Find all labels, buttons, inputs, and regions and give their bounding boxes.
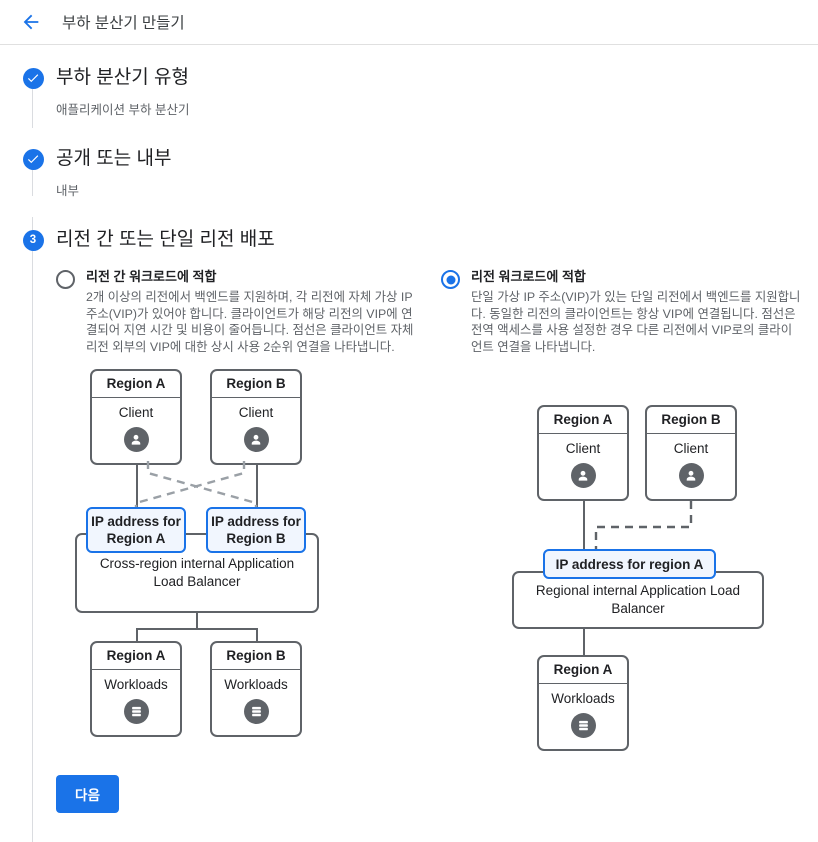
step-number-badge: 3 [22,229,44,251]
check-icon [22,148,44,170]
connector-bus-to-workload-b [256,628,258,642]
step-title-2: 공개 또는 내부 [56,148,172,169]
connector-client-b-to-ip-b [256,465,258,507]
node-workloads-region-a: Region A Workloads [537,655,629,751]
step-summary-2: 내부 [56,184,80,198]
step-public-or-internal[interactable]: 공개 또는 내부 내부 [0,148,818,199]
diagram-cross-region: Region A Client [56,369,433,741]
radio-single-region[interactable] [441,270,460,289]
step-marker-1 [22,67,44,89]
option-single-region-header[interactable]: 리전 워크로드에 적합 단일 가상 IP 주소(VIP)가 있는 단일 리전에서… [441,269,818,355]
connector-bus-to-workload-a [136,628,138,642]
step-marker-3: 3 [22,229,44,251]
step-title-1: 부하 분산기 유형 [56,67,189,88]
option-cross-region-description: 2개 이상의 리전에서 백엔드를 지원하며, 각 리전에 자체 가상 IP 주소… [86,290,414,354]
node-body: Workloads [92,670,180,724]
person-icon [570,463,596,488]
node-role-label: Workloads [551,691,615,706]
ip-address-label: IP address for region A [555,556,704,572]
database-icon [570,713,596,738]
option-cross-region-label: 리전 간 워크로드에 적합 [86,269,217,284]
deployment-options: 리전 간 워크로드에 적합 2개 이상의 리전에서 백엔드를 지원하며, 각 리… [0,269,818,751]
radio-cross-region[interactable] [56,270,75,289]
ip-address-box-region-b: IP address for Region B [206,507,306,553]
node-role-label: Workloads [104,677,168,692]
node-workloads-region-a: Region A Workloads [90,641,182,737]
node-workloads-region-b: Region B Workloads [210,641,302,737]
person-icon [243,427,269,452]
load-balancer-label: Regional internal Application Load Balan… [535,583,741,616]
spacer-2 [0,199,818,229]
option-cross-region[interactable]: 리전 간 워크로드에 적합 2개 이상의 리전에서 백엔드를 지원하며, 각 리… [56,269,433,741]
stepper-rail-2 [32,149,33,196]
diagram-single-region: Region A Client [441,369,818,751]
spacer-1 [0,118,818,148]
database-icon [243,699,269,724]
node-regional-load-balancer: Regional internal Application Load Balan… [512,571,764,629]
node-body: Workloads [212,670,300,724]
node-role-label: Client [565,441,601,456]
option-cross-region-text: 리전 간 워크로드에 적합 2개 이상의 리전에서 백엔드를 지원하며, 각 리… [86,269,433,355]
node-role-label: Client [238,405,274,420]
option-single-region-text: 리전 워크로드에 적합 단일 가상 IP 주소(VIP)가 있는 단일 리전에서… [471,269,818,355]
node-body: Client [539,434,627,488]
node-body: Client [647,434,735,488]
check-icon [22,67,44,89]
node-role-label: Workloads [224,677,288,692]
person-icon [123,427,149,452]
stepper: 부하 분산기 유형 애플리케이션 부하 분산기 공개 또는 내부 내부 3 리전… [0,45,818,842]
node-body: Client [92,398,180,452]
step-summary-1: 애플리케이션 부하 분산기 [56,103,190,117]
node-cross-region-load-balancer: Cross-region internal Application Load B… [75,533,319,613]
connector-lb-down [196,613,198,629]
option-single-region-description: 단일 가상 IP 주소(VIP)가 있는 단일 리전에서 백엔드를 지원합니다.… [471,290,801,354]
back-button[interactable] [18,9,44,35]
step-title-3: 리전 간 또는 단일 리전 배포 [56,229,275,250]
node-role-label: Client [118,405,154,420]
ip-address-box-region-a: IP address for Region A [86,507,186,553]
page-title: 부하 분산기 만들기 [62,15,185,32]
step-load-balancer-type[interactable]: 부하 분산기 유형 애플리케이션 부하 분산기 [0,67,818,118]
node-body: Client [212,398,300,452]
option-cross-region-header[interactable]: 리전 간 워크로드에 적합 2개 이상의 리전에서 백엔드를 지원하며, 각 리… [56,269,433,355]
node-region-label: Region B [212,643,300,670]
node-region-label: Region A [539,407,627,434]
connector-lb-to-workloads [583,629,585,656]
node-region-label: Region B [212,371,300,398]
person-icon [678,463,704,488]
stepper-rail-1 [32,81,33,128]
ip-address-label: IP address for Region A [91,514,181,546]
connector-client-a-to-ip [583,501,585,549]
node-region-label: Region B [647,407,735,434]
node-role-label: Client [673,441,709,456]
node-client-region-a: Region A Client [537,405,629,501]
next-button[interactable]: 다음 [56,775,120,813]
node-client-region-b: Region B Client [645,405,737,501]
step-cross-region-or-single-region: 3 리전 간 또는 단일 리전 배포 [0,229,818,251]
ip-address-box-region-a: IP address for region A [543,549,716,579]
node-client-region-b: Region B Client [210,369,302,465]
option-single-region-label: 리전 워크로드에 적합 [471,269,586,284]
node-region-label: Region A [92,643,180,670]
dashed-global-access-connector [594,501,693,549]
load-balancer-label: Cross-region internal Application Load B… [99,556,295,589]
node-body: Workloads [539,684,627,738]
node-client-region-a: Region A Client [90,369,182,465]
node-region-label: Region A [92,371,180,398]
node-region-label: Region A [539,657,627,684]
connector-client-a-to-ip-a [136,465,138,507]
option-single-region[interactable]: 리전 워크로드에 적합 단일 가상 IP 주소(VIP)가 있는 단일 리전에서… [441,269,818,751]
database-icon [123,699,149,724]
connector-workloads-bus [136,628,258,630]
step-marker-2 [22,148,44,170]
arrow-left-icon [20,11,42,33]
app-header: 부하 분산기 만들기 [0,0,818,45]
ip-address-label: IP address for Region B [211,514,301,546]
stepper-rail-3 [32,217,33,842]
wizard-footer: 다음 [0,775,818,813]
